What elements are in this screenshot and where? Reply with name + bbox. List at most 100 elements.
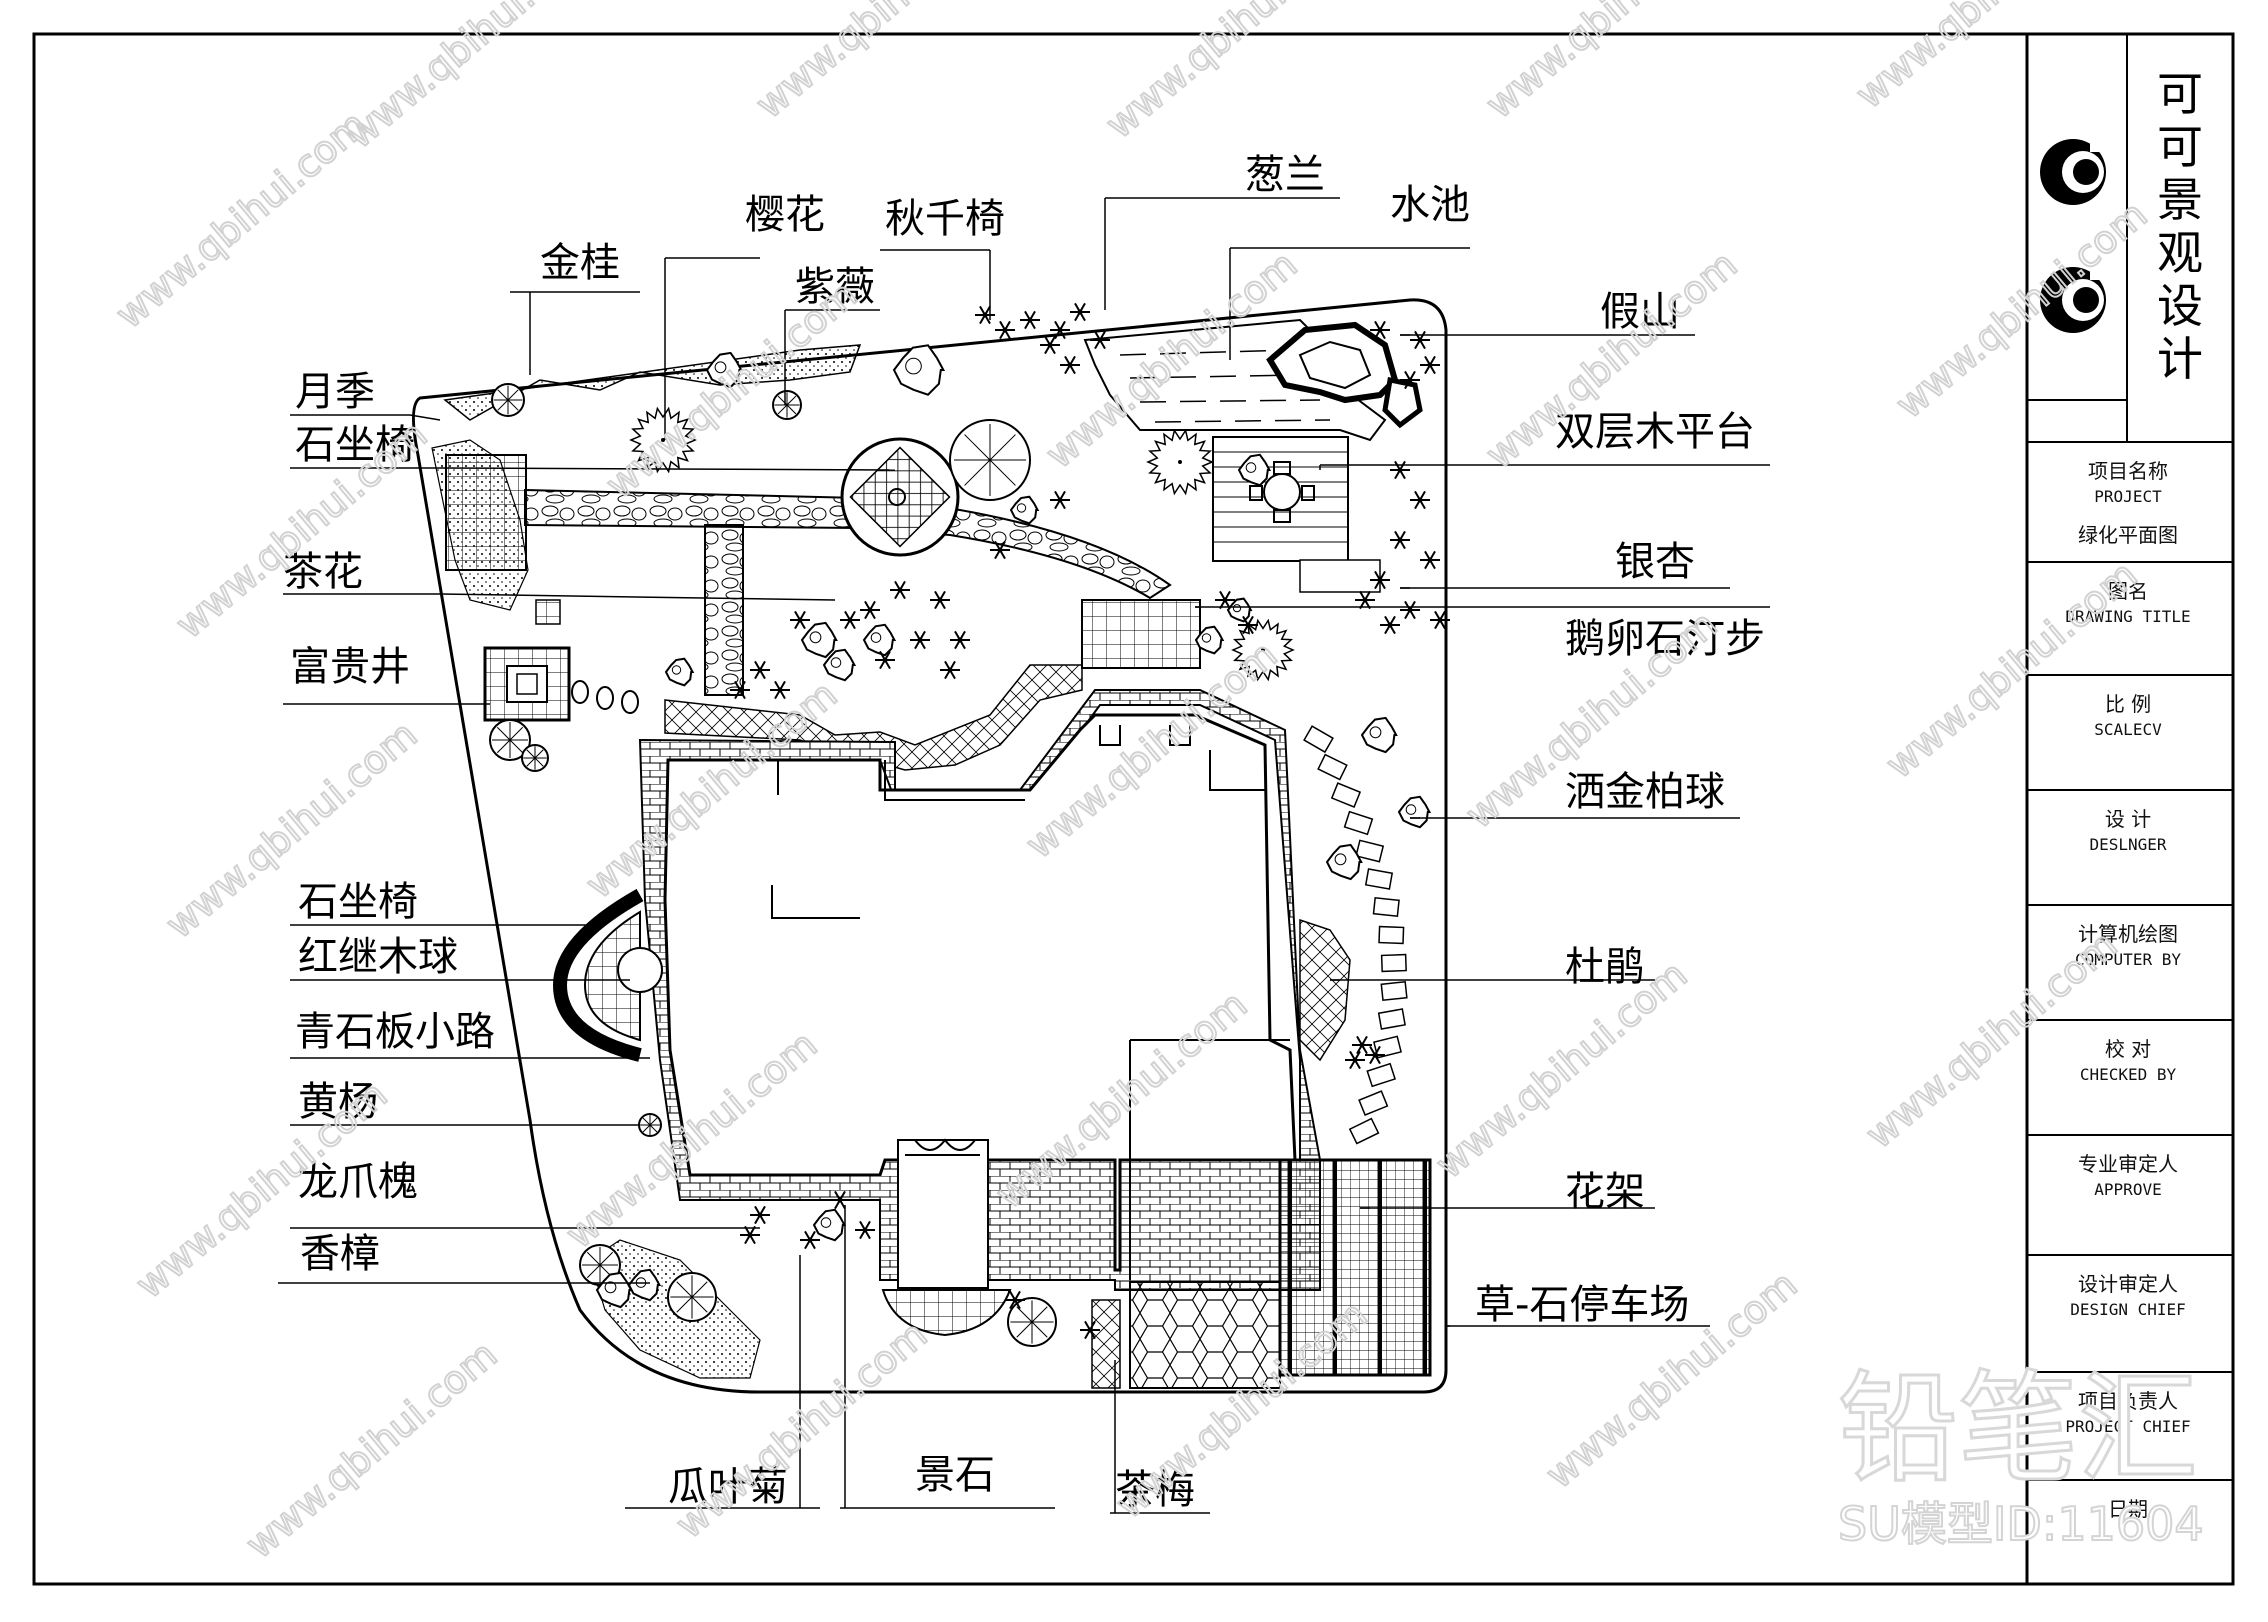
title-row-en: DRAWING TITLE — [2065, 607, 2190, 626]
stepping-stone — [1380, 980, 1408, 1002]
shrub-symbol — [940, 660, 960, 680]
tree-symbol — [812, 1208, 847, 1242]
title-row-en: DESIGN CHIEF — [2070, 1300, 2186, 1319]
leader-pointer — [439, 467, 896, 471]
label-top-4: 水池 — [1390, 182, 1470, 228]
stepping-stones-left — [571, 680, 639, 714]
stone-bench-paving — [445, 454, 527, 571]
stepping-stone — [1377, 1008, 1406, 1030]
shrub-symbol — [1370, 320, 1390, 340]
shrub-symbol — [990, 540, 1010, 560]
wealth-well — [483, 599, 571, 722]
stepping-stone — [1372, 896, 1400, 918]
stepping-stone — [1317, 753, 1348, 781]
title-row-cn: 比 例 — [2105, 692, 2151, 716]
shrub-symbol — [1420, 550, 1440, 570]
tree-symbol — [1009, 495, 1040, 525]
tree-symbol — [1146, 428, 1214, 496]
label-right-6: 花架 — [1565, 1169, 1645, 1215]
title-row-cn: 项目名称 — [2088, 459, 2168, 483]
shrub-symbol — [1345, 1050, 1365, 1070]
tree-symbol — [1397, 795, 1432, 829]
shrub-symbol — [1070, 302, 1090, 322]
shrub-symbol — [1390, 460, 1410, 480]
tree-symbol — [862, 623, 897, 657]
shrub-symbol — [1380, 615, 1400, 635]
shrub-symbol — [840, 610, 860, 630]
stepping-stones-right — [1303, 725, 1408, 1145]
stepping-stone — [1355, 839, 1385, 863]
tree-symbol — [1325, 843, 1363, 881]
tree-symbol — [822, 648, 857, 682]
tree-symbol — [1237, 453, 1272, 487]
title-row-en: PROJECT CHIEF — [2065, 1417, 2190, 1436]
shrub-symbol — [1365, 1045, 1385, 1065]
title-row-en: APPROVE — [2094, 1180, 2161, 1199]
label-left-10: 香樟 — [300, 1231, 380, 1277]
label-right-4: 洒金柏球 — [1565, 769, 1725, 815]
tree-symbol — [1007, 1297, 1057, 1347]
stepping-stone — [1303, 725, 1334, 754]
watermark-site: www.qbihui.com — [1858, 922, 2126, 1157]
shrub-symbol — [930, 590, 950, 610]
shrub-symbol — [1352, 1035, 1372, 1055]
watermark-site: www.qbihui.com — [1888, 192, 2156, 427]
studio-name-char: 观 — [2157, 226, 2203, 280]
label-top-1: 紫薇 — [795, 264, 875, 310]
stepping-stone — [1378, 925, 1405, 945]
shrub-symbol — [890, 580, 910, 600]
tree-symbol — [800, 621, 838, 659]
stepping-stone — [1364, 868, 1394, 890]
shrub-symbols — [730, 302, 1450, 1340]
label-right-1: 双层木平台 — [1555, 409, 1755, 455]
shrub-symbol — [790, 610, 810, 630]
shrub-symbol — [1410, 330, 1430, 350]
rockery — [1266, 321, 1423, 429]
shrub-symbol — [1060, 355, 1080, 375]
shrub-symbol — [1390, 530, 1410, 550]
outer-frame — [32, 32, 2235, 1586]
shrub-symbol — [910, 630, 930, 650]
tree-symbol — [489, 719, 531, 761]
tree-symbol — [705, 351, 743, 389]
stepping-stone — [1330, 782, 1362, 808]
label-right-3: 鹅卵石汀步 — [1565, 616, 1765, 662]
stepping-stone — [1348, 1117, 1380, 1145]
label-top-3: 葱兰 — [1245, 152, 1325, 198]
title-row-cn: 专业审定人 — [2078, 1152, 2178, 1176]
studio-name-char: 设 — [2157, 279, 2203, 333]
shrub-symbol — [1040, 335, 1060, 355]
tree-symbol — [1226, 597, 1253, 623]
leader-pointer — [439, 593, 836, 601]
stepping-stone — [1343, 810, 1374, 836]
shrub-symbol — [995, 320, 1015, 340]
label-left-3: 茶花 — [283, 549, 363, 595]
title-row-cn: 校 对 — [2105, 1037, 2151, 1061]
title-row-cn: 项目负责人 — [2078, 1389, 2178, 1413]
tree-symbol — [664, 657, 695, 687]
entrance-steps — [881, 1138, 1012, 1337]
tree-symbol — [949, 419, 1031, 501]
label-right-7: 草-石停车场 — [1475, 1282, 1689, 1328]
watermark-site: www.qbihui.com — [1098, 0, 1366, 147]
shrub-symbol — [1410, 490, 1430, 510]
label-top-0: 樱花 — [745, 192, 825, 238]
shrub-symbol — [1050, 320, 1070, 340]
pebble-path-branch — [704, 524, 744, 696]
label-left-9: 龙爪槐 — [298, 1159, 418, 1205]
watermark-site: www.qbihui.com — [598, 272, 866, 507]
shrub-symbol — [740, 1225, 760, 1245]
title-row-cn: 设计审定人 — [2078, 1272, 2178, 1296]
label-left-8: 黄杨 — [298, 1079, 378, 1125]
studio-name-char: 可 — [2157, 120, 2203, 174]
title-row-en: PROJECT — [2094, 487, 2162, 506]
label-left-0: 金桂 — [540, 240, 620, 286]
azalea-strip — [1299, 918, 1351, 1062]
tree-symbol — [1194, 625, 1225, 655]
tree-symbol — [638, 1113, 662, 1137]
leader-lines — [278, 197, 1770, 1514]
tree-symbol — [667, 1272, 717, 1322]
tree-symbol — [1231, 618, 1295, 682]
